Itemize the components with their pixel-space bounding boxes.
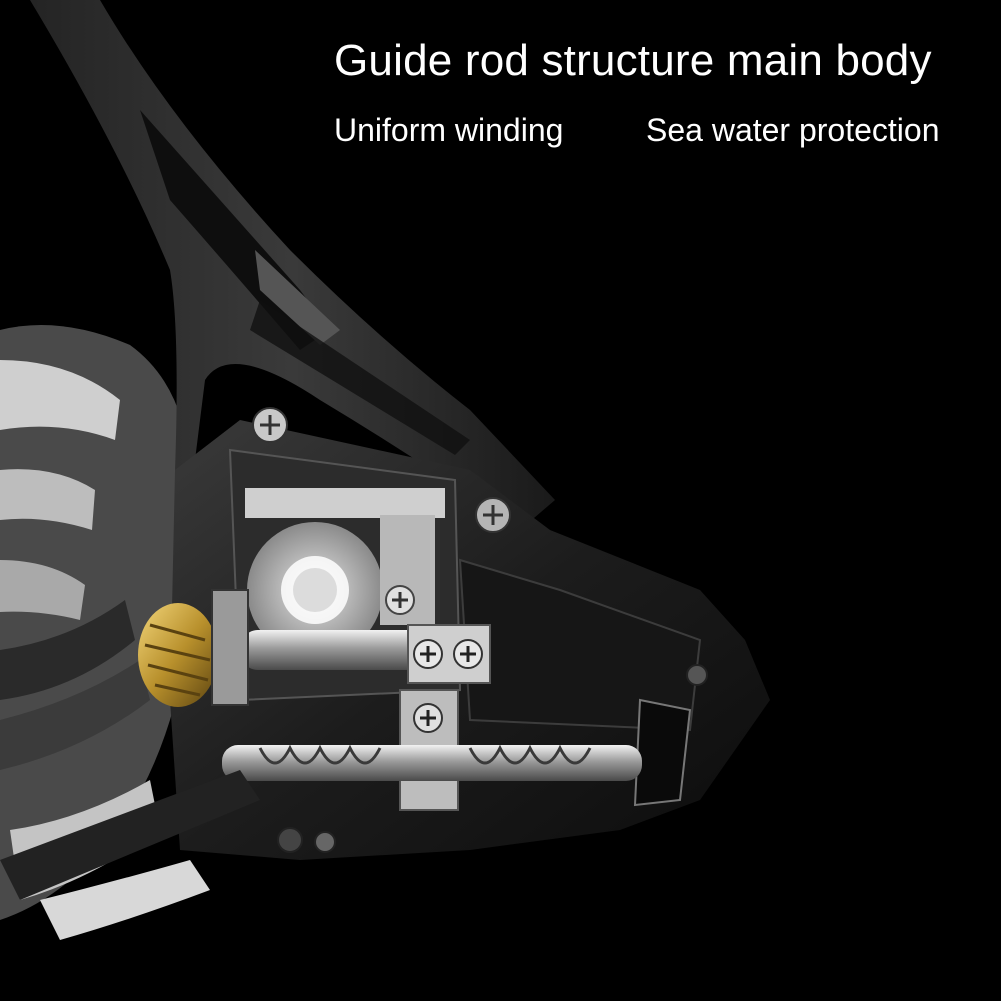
smooth-guide-rod [240,630,440,670]
oscillation-gear [245,488,445,658]
feature-sea-water-protection: Sea water protection [646,112,940,148]
worm-shaft [222,744,642,781]
brass-pinion-gear [138,589,249,707]
bail-arm [30,0,555,530]
reel-foot-arm [0,770,260,940]
feature-uniform-winding: Uniform winding [334,112,564,148]
headline-text: Guide rod structure main body [334,36,932,85]
housing-screws [252,407,708,853]
